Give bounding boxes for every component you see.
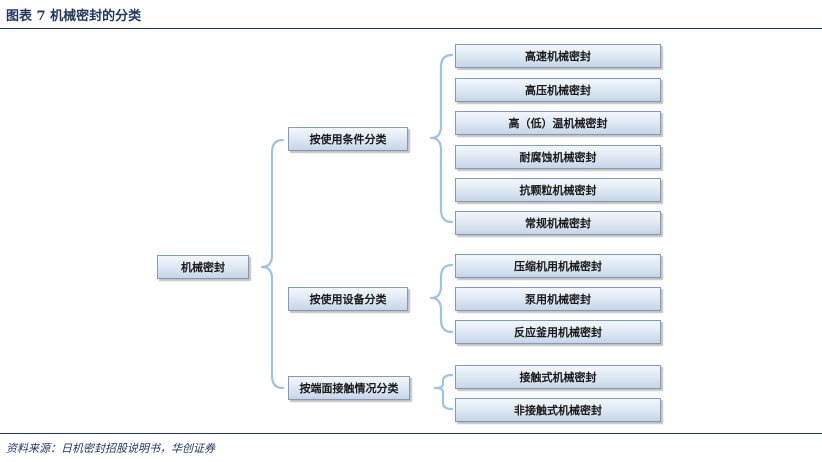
leaf-node: 耐腐蚀机械密封 [455,145,661,169]
source-note: 资料来源：日机密封招股说明书，华创证券 [6,442,215,455]
group-brace-1 [429,53,454,224]
leaf-node: 接触式机械密封 [455,365,661,389]
root-node: 机械密封 [157,255,249,279]
leaf-node: 泵用机械密封 [455,287,661,311]
group-node-face-contact: 按端面接触情况分类 [288,376,410,400]
leaf-node: 非接触式机械密封 [455,398,661,422]
group-node-equipment: 按使用设备分类 [288,287,408,311]
leaf-node: 常规机械密封 [455,211,661,235]
figure-title: 图表 7 机械密封的分类 [6,9,142,24]
title-rule [0,28,822,29]
leaf-node: 抗颗粒机械密封 [455,178,661,202]
group-brace-2 [429,263,454,334]
leaf-node: 高（低）温机械密封 [455,111,661,135]
leaf-node: 高速机械密封 [455,44,661,68]
leaf-node: 高压机械密封 [455,78,661,102]
leaf-node: 压缩机用机械密封 [455,254,661,278]
group-node-usage-condition: 按使用条件分类 [288,127,408,151]
leaf-node: 反应釜用机械密封 [455,320,661,344]
root-brace [260,138,285,390]
source-rule [0,433,822,434]
group-brace-3 [433,373,454,411]
